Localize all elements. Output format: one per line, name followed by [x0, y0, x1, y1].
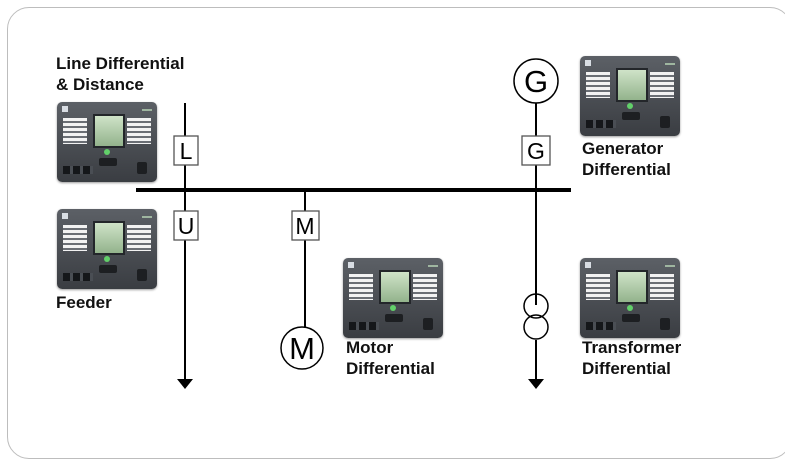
transformer-arrow	[528, 379, 544, 389]
label-motor-differential: Motor Differential	[346, 337, 435, 379]
relay-device-transformer	[580, 258, 680, 338]
label-feeder: Feeder	[56, 293, 112, 312]
generator-box-label: G	[527, 138, 545, 164]
relay-device-motor	[343, 258, 443, 338]
relay-device-feeder	[57, 209, 157, 289]
transformer-winding-1	[523, 293, 549, 319]
line-feeder-arrow	[177, 379, 193, 389]
label-generator-differential: Generator Differential	[582, 138, 671, 180]
generator-circle	[513, 58, 559, 104]
relay-device-line-differential	[57, 102, 157, 182]
label-transformer-line1: Transformer	[582, 338, 682, 357]
generator-circle-label: G	[524, 64, 548, 99]
relay-device-generator	[580, 56, 680, 136]
motor-box	[291, 210, 320, 241]
line-box	[173, 135, 199, 166]
label-line-differential: Line Differential & Distance	[56, 53, 184, 95]
motor-circle	[280, 326, 324, 370]
single-line-diagram: L U M M G G	[136, 58, 571, 389]
label-line-differential-line2: & Distance	[56, 75, 144, 94]
feeder-box	[173, 210, 199, 241]
motor-box-label: M	[295, 213, 314, 239]
transformer-winding-2	[523, 314, 549, 340]
label-motor-line1: Motor	[346, 338, 394, 357]
generator-box	[521, 135, 551, 166]
label-motor-line2: Differential	[346, 359, 435, 378]
label-generator-line1: Generator	[582, 139, 664, 158]
feeder-box-label: U	[178, 213, 195, 239]
line-box-label: L	[180, 138, 193, 164]
label-generator-line2: Differential	[582, 160, 671, 179]
label-line-differential-line1: Line Differential	[56, 54, 185, 73]
label-transformer-differential: Transformer Differential	[582, 337, 681, 379]
label-transformer-line2: Differential	[582, 359, 671, 378]
motor-circle-label: M	[289, 331, 315, 366]
